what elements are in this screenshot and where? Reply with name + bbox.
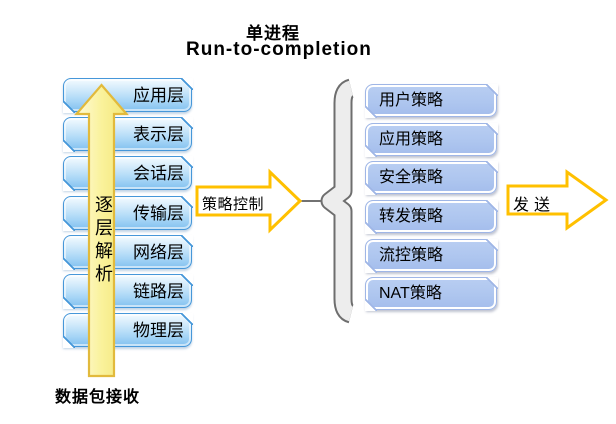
policy-label: 流控策略 [379, 246, 444, 264]
osi-layer-label: 应用层 [133, 85, 184, 105]
title-secondary: Run-to-completion [186, 39, 372, 60]
osi-layer-label: 表示层 [133, 124, 184, 144]
parse-arrow-label: 逐层解析 [93, 195, 113, 287]
osi-layer-box-application: 应用层 [62, 77, 193, 113]
policy-box-user: 用户策略 [364, 83, 498, 118]
policy-box-nat: NAT策略 [364, 276, 498, 311]
osi-layer-box-session: 会话层 [62, 155, 193, 191]
osi-layer-box-network: 网络层 [62, 234, 193, 270]
policy-box-security: 安全策略 [364, 160, 498, 195]
policy-label: 安全策略 [379, 168, 444, 186]
title-primary: 单进程 [246, 24, 300, 43]
osi-layer-box-presentation: 表示层 [62, 116, 193, 152]
osi-layer-label: 会话层 [133, 163, 184, 183]
left-brace-icon [320, 78, 355, 324]
osi-layer-label: 物理层 [133, 320, 184, 340]
policy-box-forwarding: 转发策略 [364, 199, 498, 234]
policy-control-label: 策略控制 [202, 196, 265, 213]
osi-layer-box-transport: 传输层 [62, 195, 193, 231]
policy-box-application: 应用策略 [364, 122, 498, 157]
policy-label: 用户策略 [379, 91, 444, 109]
policy-label: 应用策略 [379, 130, 444, 148]
policy-box-flow-control: 流控策略 [364, 238, 498, 273]
osi-layer-box-datalink: 链路层 [62, 273, 193, 309]
osi-layer-box-physical: 物理层 [62, 312, 193, 348]
packet-receive-label: 数据包接收 [55, 389, 141, 406]
policy-label: 转发策略 [379, 207, 444, 225]
osi-layer-label: 网络层 [133, 242, 184, 262]
policy-label: NAT策略 [379, 284, 442, 302]
send-label: 发送 [513, 197, 556, 214]
osi-layer-label: 传输层 [133, 203, 184, 223]
osi-layer-label: 链路层 [133, 281, 184, 301]
